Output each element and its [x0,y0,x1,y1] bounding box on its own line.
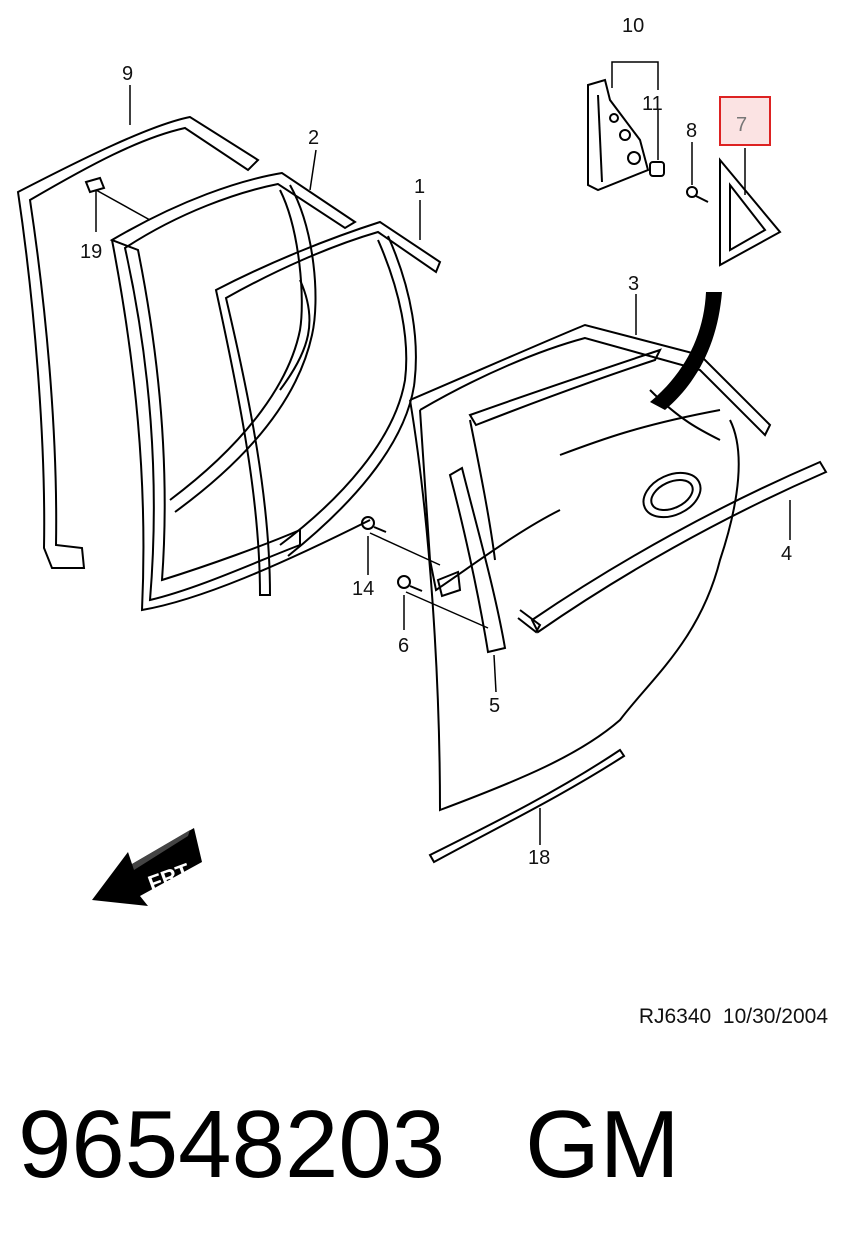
screw-8 [686,186,709,203]
seal-1 [214,220,442,596]
callout-3: 3 [628,273,639,295]
callout-9: 9 [122,63,133,85]
brand-name: GM [525,1091,680,1198]
reference-line: RJ6340 10/30/2004 [639,1005,828,1029]
callout-14: 14 [352,578,374,600]
callout-1: 1 [414,176,425,198]
part-line: 96548203 GM [18,1092,680,1198]
front-arrow: FRT [92,828,202,906]
callout-18: 18 [528,847,550,869]
callout-6: 6 [398,635,409,657]
screw-6 [397,575,423,592]
mirror-patch-10 [587,78,650,192]
callout-2: 2 [308,127,319,149]
reference-date: 10/30/2004 [722,1005,828,1028]
callout-11: 11 [642,93,663,115]
lower-moulding-18 [428,748,626,864]
pointer-arrow [650,292,722,410]
callout-19: 19 [80,241,102,263]
screw-14 [361,516,387,533]
belt-moulding-4 [517,460,828,634]
pillar-trim-5 [436,466,507,654]
triangle-trim-7 [719,157,782,267]
weatherstrip-9 [16,115,260,569]
clip-11 [649,161,665,177]
callout-10: 10 [622,15,644,37]
weatherstrip-2 [109,171,371,612]
clip-19 [84,176,106,194]
parts-diagram: 9 2 1 10 11 8 7 3 4 19 14 6 5 18 FRT [16,15,828,906]
highlight-box [719,96,771,146]
leader-lines [95,61,791,845]
callout-5: 5 [489,695,500,717]
callout-8: 8 [686,120,697,142]
callout-7: 7 [736,114,747,136]
callout-4: 4 [781,543,792,565]
door-panel [409,323,772,812]
reference-code: RJ6340 [638,1005,712,1028]
part-number: 96548203 [18,1091,446,1198]
